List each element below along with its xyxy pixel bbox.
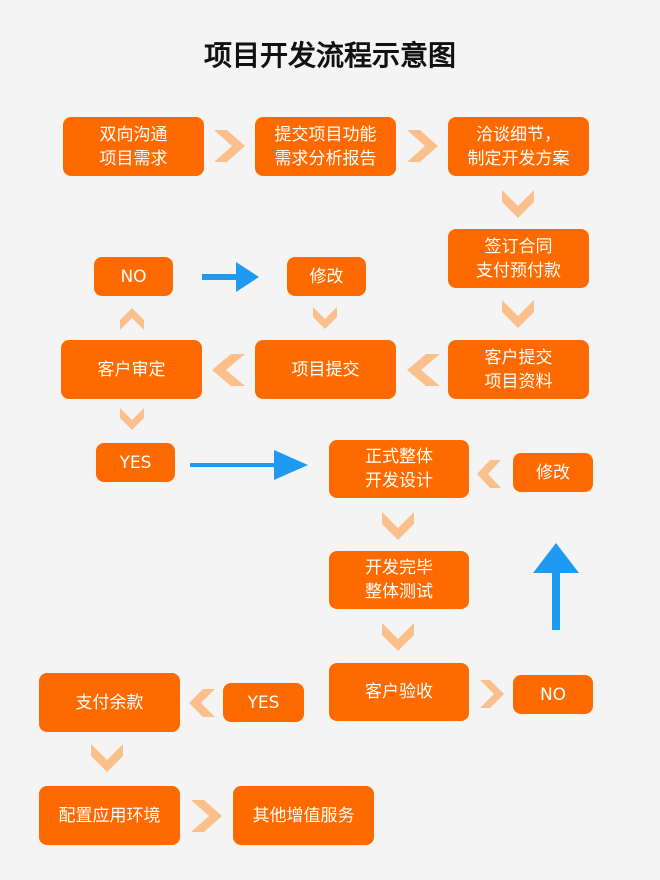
step-communicate: 双向沟通 项目需求 <box>63 117 204 176</box>
step-dev-complete: 开发完毕 整体测试 <box>329 551 469 609</box>
step-modify-top: 修改 <box>287 257 366 296</box>
chevron-left-icon <box>212 354 245 386</box>
step-other-services: 其他增值服务 <box>233 786 374 845</box>
chevron-right-icon <box>407 130 438 162</box>
step-submit-report: 提交项目功能 需求分析报告 <box>255 117 396 176</box>
step-review-yes: YES <box>96 443 175 482</box>
chevron-right-icon <box>191 800 222 832</box>
step-review-no: NO <box>94 257 173 296</box>
chevron-right-icon <box>214 130 245 162</box>
step-sign-contract: 签订合同 支付预付款 <box>448 229 589 288</box>
blue-arrow-right-icon <box>236 262 259 292</box>
chevron-down-icon <box>382 512 414 540</box>
blue-arrow-right-icon <box>274 450 308 480</box>
chevron-left-icon <box>189 689 215 717</box>
step-modify-right: 修改 <box>513 453 593 492</box>
diagram-title: 项目开发流程示意图 <box>203 39 456 72</box>
chevron-down-icon <box>313 307 337 329</box>
chevron-down-icon <box>382 623 414 651</box>
step-acceptance: 客户验收 <box>329 663 469 721</box>
step-client-review: 客户审定 <box>61 340 202 399</box>
step-formal-dev: 正式整体 开发设计 <box>329 440 469 498</box>
step-pay-balance: 支付余款 <box>39 673 180 732</box>
chevron-down-icon <box>502 300 534 328</box>
chevron-down-icon <box>91 744 123 772</box>
step-deploy-env: 配置应用环境 <box>39 786 180 845</box>
chevron-down-icon <box>502 190 534 218</box>
blue-arrow-up-icon <box>533 543 579 573</box>
step-accept-yes: YES <box>223 683 304 722</box>
chevron-up-icon <box>120 308 144 330</box>
step-project-submit: 项目提交 <box>255 340 396 399</box>
chevron-right-icon <box>480 680 504 708</box>
chevron-left-icon <box>477 460 501 488</box>
chevron-left-icon <box>407 354 440 386</box>
chevron-down-icon <box>120 408 144 430</box>
step-accept-no: NO <box>513 675 593 714</box>
step-client-submit: 客户提交 项目资料 <box>448 340 589 399</box>
step-negotiate: 洽谈细节， 制定开发方案 <box>448 117 589 176</box>
